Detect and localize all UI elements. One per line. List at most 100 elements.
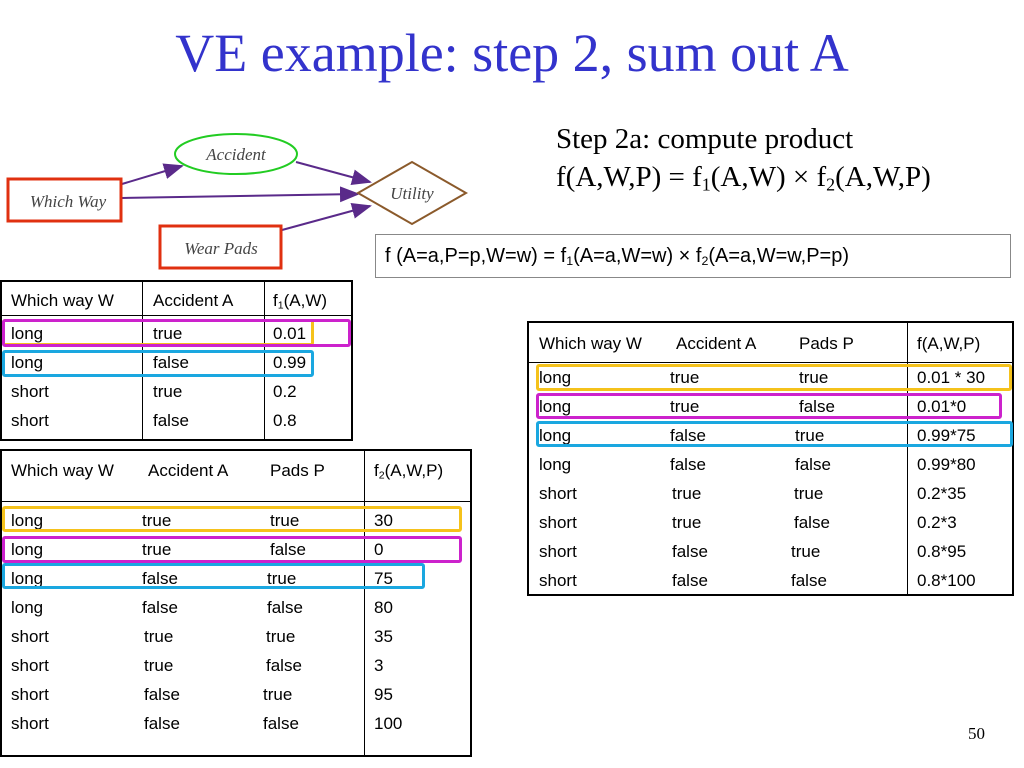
arrow-accident-utility <box>295 161 372 186</box>
header-pads: Pads P <box>799 334 854 353</box>
table-cell: 35 <box>374 627 393 646</box>
table-cell: 0.8*95 <box>917 542 967 561</box>
table-cell: short <box>11 685 49 704</box>
table-cell: false <box>672 571 708 590</box>
table-cell: long <box>11 569 44 588</box>
table-cell: 0.01 <box>273 324 307 343</box>
highlight-magenta-f2 <box>2 536 462 563</box>
table-cell: long <box>11 353 44 372</box>
table-cell: false <box>795 455 831 474</box>
table-f-product: Which way W Accident A Pads P f(A,W,P) l… <box>527 321 1014 596</box>
table-cell: 0.2 <box>273 382 297 401</box>
utility-node <box>355 160 469 226</box>
table-cell: 80 <box>374 598 393 617</box>
table-cell: false <box>670 426 706 445</box>
table-cell: 0.8*100 <box>917 571 976 590</box>
table-cell: long <box>11 324 44 343</box>
table-cell: 75 <box>374 569 393 588</box>
table-cell: true <box>153 324 183 343</box>
table-cell: short <box>539 484 577 503</box>
table-cell: true <box>799 368 829 387</box>
header-accident: Accident A <box>676 334 757 353</box>
table-cell: false <box>153 353 189 372</box>
header-pads: Pads P <box>270 461 325 480</box>
table-cell: true <box>672 484 702 503</box>
header-which-way: Which way W <box>11 461 114 480</box>
page-number: 50 <box>968 724 985 743</box>
table-cell: 0.99*80 <box>917 455 976 474</box>
table-cell: long <box>11 511 44 530</box>
table-cell: true <box>670 368 700 387</box>
table-cell: false <box>153 411 189 430</box>
utility-label: Utility <box>390 184 434 203</box>
header-accident: Accident A <box>148 461 229 480</box>
header-f2: f2(A,W,P) <box>374 461 444 482</box>
table-cell: false <box>670 455 706 474</box>
header-accident: Accident A <box>153 291 234 310</box>
table-cell: false <box>144 714 180 733</box>
table-cell: 0 <box>374 540 384 559</box>
table-cell: false <box>267 598 303 617</box>
table-cell: false <box>144 685 180 704</box>
table-cell: false <box>142 569 178 588</box>
table-cell: true <box>263 685 293 704</box>
table-cell: 0.99 <box>273 353 307 372</box>
table-cell: short <box>11 714 49 733</box>
table-cell: false <box>263 714 299 733</box>
table-cell: 30 <box>374 511 393 530</box>
table-f1: Which way W Accident A f1(A,W) long true… <box>0 280 353 441</box>
table-cell: true <box>270 511 300 530</box>
header-which-way: Which way W <box>11 291 114 310</box>
table-cell: true <box>672 513 702 532</box>
table-cell: long <box>11 598 44 617</box>
table-cell: 95 <box>374 685 393 704</box>
table-cell: long <box>539 455 572 474</box>
table-cell: short <box>539 571 577 590</box>
table-cell: true <box>144 656 174 675</box>
table-cell: true <box>795 426 825 445</box>
which-way-label: Which Way <box>30 192 107 211</box>
table-cell: short <box>539 513 577 532</box>
header-which-way: Which way W <box>539 334 642 353</box>
table-cell: true <box>142 540 172 559</box>
arrow-wearpads-utility <box>281 203 372 231</box>
highlight-cyan-f2 <box>2 563 425 589</box>
highlight-magenta-f1 <box>2 319 351 347</box>
wear-pads-node <box>158 224 283 270</box>
arrow-whichway-utility <box>121 186 360 203</box>
accident-label: Accident <box>205 145 267 164</box>
step-line-2: f(A,W,P) = f1(A,W) × f2(A,W,P) <box>556 161 931 195</box>
table-cell: false <box>791 571 827 590</box>
table-cell: false <box>799 397 835 416</box>
table-cell: long <box>539 426 572 445</box>
step-line-1: Step 2a: compute product <box>556 123 854 155</box>
table-cell: true <box>791 542 821 561</box>
table-cell: 0.01 * 30 <box>917 368 986 387</box>
table-cell: short <box>11 382 49 401</box>
table-cell: false <box>270 540 306 559</box>
step-description: Step 2a: compute product f(A,W,P) = f1(A… <box>556 120 931 196</box>
table-cell: 3 <box>374 656 384 675</box>
formula-box: f (A=a,P=p,W=w) = f1(A=a,W=w) × f2(A=a,W… <box>375 234 1011 278</box>
table-cell: 0.99*75 <box>917 426 976 445</box>
table-cell: false <box>794 513 830 532</box>
table-cell: 0.2*3 <box>917 513 957 532</box>
table-cell: long <box>539 368 572 387</box>
highlight-magenta-f <box>536 393 1002 419</box>
header-f1: f1(A,W) <box>273 291 328 312</box>
table-cell: short <box>11 627 49 646</box>
table-cell: 100 <box>374 714 403 733</box>
table-cell: 0.01*0 <box>917 397 967 416</box>
accident-node <box>174 133 298 175</box>
table-cell: short <box>11 411 49 430</box>
table-cell: false <box>142 598 178 617</box>
table-cell: 0.8 <box>273 411 297 430</box>
which-way-node <box>6 177 123 223</box>
highlight-yellow-f <box>536 364 1012 391</box>
table-cell: short <box>539 542 577 561</box>
table-cell: true <box>144 627 174 646</box>
table-cell: 0.2*35 <box>917 484 967 503</box>
table-f2: Which way W Accident A Pads P f2(A,W,P) … <box>0 449 472 757</box>
table-cell: true <box>670 397 700 416</box>
table-cell: false <box>266 656 302 675</box>
